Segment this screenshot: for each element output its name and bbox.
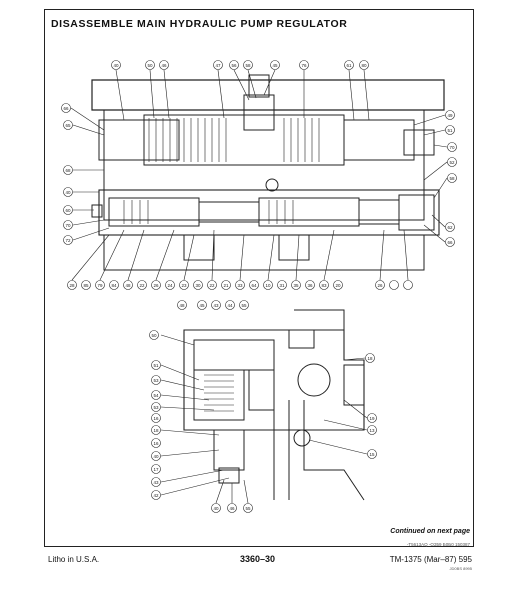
page-frame xyxy=(44,9,474,547)
callout-number: 22 xyxy=(209,283,215,288)
manual-reference: TM-1375 (Mar–87) 595 xyxy=(389,555,472,564)
callout-number: 24 xyxy=(167,283,173,288)
hydraulic-pump-regulator-diagram: 40 50 46 47 56 58 45 76 61 80 66 65 68 40 60 70 72 49 51… xyxy=(61,60,457,513)
callout-number: 76 xyxy=(301,63,307,68)
callout-number: 47 xyxy=(215,63,221,68)
callout-number: 85 xyxy=(83,283,89,288)
callout-number: 22 xyxy=(139,283,145,288)
callout-number: 20 xyxy=(335,283,341,288)
callout-number: 30 xyxy=(195,283,201,288)
callout-number: 31 xyxy=(279,283,285,288)
callout-number: 84 xyxy=(111,283,117,288)
detail-callouts: 48 45 43 44 55 50 51 53 54 53 16 18 16 40 17 43 42 18 19 13… xyxy=(149,300,377,513)
callout-number: 60 xyxy=(65,208,71,213)
right-callouts: 49 51 70 52 58 62 66 xyxy=(413,110,457,247)
callout-number: 23 xyxy=(181,283,187,288)
callout-number: 18 xyxy=(153,428,159,433)
callout-number: 40 xyxy=(65,190,71,195)
figure-reference: -T5613AQ -ОЗ59 Б0Б0 150387 xyxy=(406,542,470,547)
callout-number: 50 xyxy=(147,63,153,68)
footer-code: JD0BS 8995 xyxy=(449,566,472,571)
callout-number: 72 xyxy=(65,238,71,243)
callout-number: 48 xyxy=(179,303,185,308)
callout-number: 26 xyxy=(377,283,383,288)
callout-number: 70 xyxy=(65,223,71,228)
callout-number: 46 xyxy=(229,506,235,511)
callout-number: 45 xyxy=(272,63,278,68)
continued-note: Continued on next page xyxy=(390,528,470,535)
footer-litho: Litho in U.S.A. xyxy=(48,555,100,564)
page-title: DISASSEMBLE MAIN HYDRAULIC PUMP REGULATO… xyxy=(51,18,348,30)
page-number: 3360–30 xyxy=(240,554,276,564)
callout-number: 66 xyxy=(63,106,69,111)
callout-number: 43 xyxy=(213,303,219,308)
callout-number: 79 xyxy=(97,283,103,288)
callout-number: 16 xyxy=(153,416,159,421)
callout-number: 49 xyxy=(447,113,453,118)
callout-number: 52 xyxy=(449,160,455,165)
callout-number: 51 xyxy=(153,363,159,368)
callout-number: 80 xyxy=(361,63,367,68)
callout-number: 13 xyxy=(369,428,375,433)
callout-number: 70 xyxy=(449,145,455,150)
callout-number: 62 xyxy=(447,225,453,230)
callout-number: 64 xyxy=(251,283,257,288)
callout-number: 45 xyxy=(199,303,205,308)
callout-number: 58 xyxy=(245,63,251,68)
callout-number: 61 xyxy=(346,63,352,68)
callout-number: 15 xyxy=(369,452,375,457)
regulator-cross-section xyxy=(91,74,445,271)
callout-number: 56 xyxy=(231,63,237,68)
callout-number: 51 xyxy=(447,128,453,133)
callout-number: 36 xyxy=(307,283,313,288)
callout-number: 40 xyxy=(213,506,219,511)
callout-number: 18 xyxy=(367,356,373,361)
callout-number: 83 xyxy=(321,283,327,288)
callout-number: 40 xyxy=(153,454,159,459)
left-callouts: 66 65 68 40 60 70 72 xyxy=(61,103,110,245)
bottom-callouts: 28 85 79 84 48 22 26 24 23 30 22 21 33 64 10 31 35 36 83 20… xyxy=(67,229,413,290)
callout-number: 21 xyxy=(223,283,229,288)
callout-number: 58 xyxy=(449,176,455,181)
callout-number: 46 xyxy=(161,63,167,68)
callout-number: 55 xyxy=(245,506,251,511)
callout-number: 26 xyxy=(153,283,159,288)
callout-number: 40 xyxy=(113,63,119,68)
callout-number: 10 xyxy=(265,283,271,288)
callout-number: 44 xyxy=(227,303,233,308)
callout-number: 50 xyxy=(151,333,157,338)
callout-number: 53 xyxy=(153,405,159,410)
callout-number: 16 xyxy=(153,441,159,446)
callout-number: 42 xyxy=(153,493,159,498)
top-callouts: 40 50 46 47 56 58 45 76 61 80 xyxy=(111,60,370,121)
callout-number: 54 xyxy=(153,393,159,398)
callout-number: 53 xyxy=(153,378,159,383)
callout-number: 35 xyxy=(293,283,299,288)
callout-number: 68 xyxy=(65,168,71,173)
callout-number: 55 xyxy=(241,303,247,308)
callout-number: 65 xyxy=(65,123,71,128)
callout-number: 43 xyxy=(153,480,159,485)
callout-number: 48 xyxy=(125,283,131,288)
callout-number: 17 xyxy=(153,467,159,472)
callout-number: 28 xyxy=(69,283,75,288)
callout-number: 66 xyxy=(447,240,453,245)
callout-number: 33 xyxy=(237,283,243,288)
callout-number: 19 xyxy=(369,416,375,421)
regulator-detail-view xyxy=(183,309,365,501)
